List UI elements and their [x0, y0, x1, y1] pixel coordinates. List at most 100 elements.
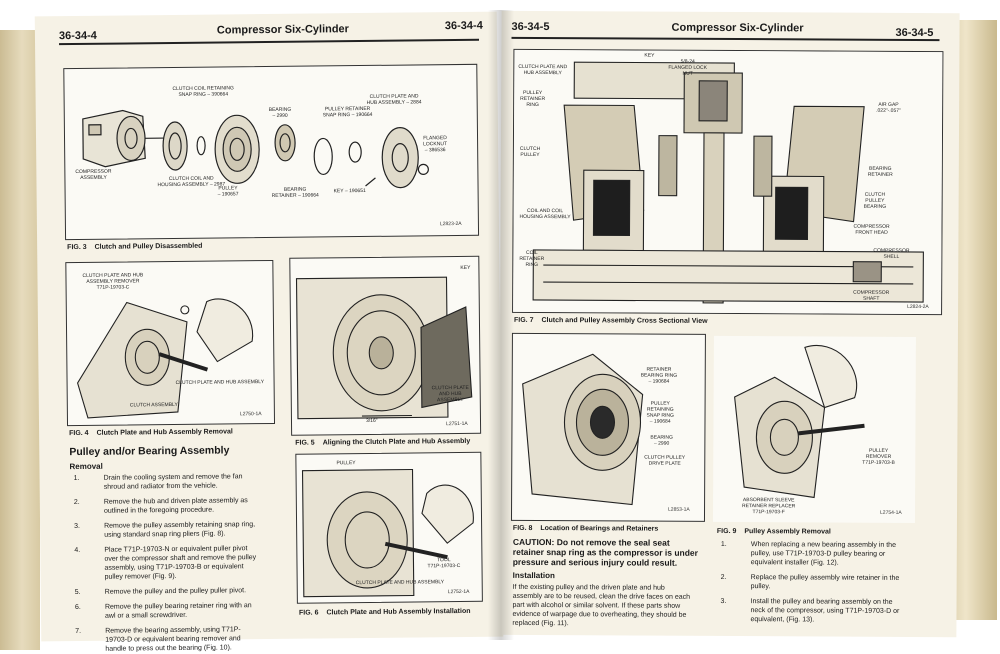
fig8-photo: RETAINER BEARING RING – 190684 PULLEY RE… — [511, 333, 706, 522]
installation-steps: 1.When replacing a new bearing assembly … — [502, 11, 960, 13]
fig8-label-pulley-snap: PULLEY RETAINING SNAP RING – 190684 — [646, 401, 674, 425]
step-item: 2. Remove the hub and driven plate assemb… — [74, 496, 284, 516]
step-item: 4. Place T71P-19703-N or equivalent pulle… — [74, 544, 284, 582]
removal-steps: 1.Drain the cooling system and remove th… — [35, 12, 497, 17]
fig7-label-coil-housing: COIL AND COIL HOUSING ASSEMBLY — [520, 208, 571, 220]
fig3-label-clutch-plate: CLUTCH PLATE AND HUB ASSEMBLY – 2884 — [367, 93, 422, 106]
page-number: 36-34-5 — [895, 27, 933, 39]
fig7-label-coil-ring: COIL RETAINER RING — [519, 250, 544, 268]
step-text: When replacing a new bearing assembly in… — [751, 540, 896, 568]
fig7-diagram: CLUTCH PLATE AND HUB ASSEMBLY KEY 5/8-24… — [512, 49, 943, 315]
page-number: 36-34-4 — [445, 20, 483, 32]
fig4-photo: CLUTCH PLATE AND HUB ASSEMBLY REMOVER T7… — [65, 260, 275, 426]
step-text: Replace the pulley assembly wire retaine… — [751, 573, 900, 592]
fig6-label-pulley: PULLEY — [336, 460, 355, 466]
pulley-removal-drawing — [714, 337, 915, 522]
fig7-label-key: KEY — [644, 53, 654, 59]
fig5-label-dim: 3/16" — [366, 418, 378, 424]
fig8-label-retainer-ring: RETAINER BEARING RING – 190684 — [641, 367, 678, 385]
fig7-code: L2824-2A — [907, 304, 929, 310]
step-number: 2. — [721, 573, 727, 582]
fig3-label-locknut: FLANGED LOCKNUT – 386536 — [423, 135, 447, 153]
fig5-code: L2751-1A — [446, 421, 468, 427]
fig4-label-clutch: CLUTCH ASSEMBLY — [130, 402, 178, 409]
step-item: 6.Remove the pulley bearing retainer rin… — [75, 601, 285, 621]
fig7-label-clutch-pulley: CLUTCH PULLEY — [520, 146, 540, 158]
step-text: Install the pulley and bearing assembly … — [750, 597, 899, 625]
step-number: 3. — [74, 522, 80, 531]
step-text: Place T71P-19703-N or equivalent puller … — [104, 544, 256, 582]
step-item: 3. Install the pulley and bearing assembl… — [720, 597, 940, 625]
fig7-label-pulley-bearing: CLUTCH PULLEY BEARING — [864, 192, 887, 210]
installation-paragraph: If the existing pulley and the driven pl… — [512, 583, 712, 629]
fig9-label-absorbent: ABSORBENT SLEEVE RETAINER REPLACER T71P-… — [742, 497, 795, 515]
fig6-label-cph: CLUTCH PLATE AND HUB ASSEMBLY — [356, 579, 445, 586]
fig3-label-coil: CLUTCH COIL AND HOUSING ASSEMBLY – 2987 — [157, 175, 225, 188]
fig4-label-cph: CLUTCH PLATE AND HUB ASSEMBLY — [176, 379, 265, 386]
step-number: 5. — [75, 588, 81, 597]
hub-alignment-drawing — [290, 257, 480, 435]
book-gutter — [488, 10, 514, 640]
fig7-label-air-gap: AIR GAP .022"-.057" — [876, 102, 901, 114]
step-text: Remove the bearing assembly, using T71P-… — [105, 625, 241, 653]
fig3-code: L2823-2A — [440, 221, 462, 227]
page-number: 36-34-5 — [512, 21, 550, 33]
page-title: Compressor Six-Cylinder — [672, 22, 804, 35]
step-number: 4. — [74, 546, 80, 555]
fig3-label-bearing-retainer: BEARING RETAINER – 190664 — [272, 186, 319, 198]
step-number: 3. — [721, 597, 727, 606]
step-item: 7.Remove the bearing assembly, using T71… — [75, 625, 285, 654]
subsection-removal: Removal — [69, 462, 102, 471]
step-number: 1. — [721, 540, 727, 549]
fig8-label-bearing: BEARING – 2990 — [650, 435, 673, 447]
step-text: Remove the hub and driven plate assembly… — [104, 496, 248, 516]
fig8-label-drive-plate: CLUTCH PULLEY DRIVE PLATE — [644, 455, 685, 467]
step-number: 2. — [74, 498, 80, 507]
bearing-location-drawing — [512, 334, 705, 521]
step-item: 5. Remove the pulley and the pulley pulle… — [75, 586, 285, 597]
step-item: 1. When replacing a new bearing assembly … — [721, 540, 941, 568]
subsection-installation: Installation — [513, 571, 555, 580]
section-title: Pulley and/or Bearing Assembly — [69, 444, 229, 458]
fig4-code: L2750-1A — [240, 411, 262, 417]
step-text: Drain the cooling system and remove the … — [104, 472, 243, 491]
fig5-label-key: KEY — [460, 265, 470, 271]
fig6-code: L2752-1A — [448, 589, 470, 595]
page-stack-left — [0, 30, 40, 650]
step-text: Remove the pulley and the pulley puller … — [105, 586, 246, 596]
step-number: 6. — [75, 603, 81, 612]
fig8-code: L2853-1A — [668, 507, 690, 513]
fig7-label-pulley-ring: PULLEY RETAINER RING — [520, 90, 545, 108]
header-rule — [511, 37, 939, 41]
page-title: Compressor Six-Cylinder — [217, 23, 349, 36]
fig7-label-bearing-retainer: BEARING RETAINER — [868, 166, 893, 178]
fig9-code: L2754-1A — [880, 510, 902, 516]
left-page: 36-34-4 Compressor Six-Cylinder 36-34-4 — [35, 12, 504, 642]
fig6-label-tool: TOOL T71P-19703-C — [427, 557, 460, 569]
step-item: 1. Drain the cooling system and remove th… — [74, 472, 284, 492]
step-text: Remove the pulley assembly retaining sna… — [104, 520, 255, 540]
fig7-label-shell: COMPRESSOR SHELL — [873, 248, 909, 260]
step-number: 1. — [74, 474, 80, 483]
fig7-label-front-head: COMPRESSOR FRONT HEAD — [853, 224, 889, 236]
fig9-label-remover: PULLEY REMOVER T71P-19703-B — [862, 448, 895, 466]
clutch-exploded-drawing — [64, 65, 478, 239]
right-page: 36-34-5 Compressor Six-Cylinder 36-34-5 — [498, 11, 959, 637]
fig6-photo: PULLEY TOOL T71P-19703-C CLUTCH PLATE AN… — [295, 452, 483, 604]
fig3-label-pulley: PULLEY – 190657 — [218, 185, 239, 197]
header-rule — [59, 39, 479, 45]
fig3-label-coil-ring: CLUTCH COIL RETAINING SNAP RING – 390664 — [172, 85, 234, 98]
fig7-label-cph: CLUTCH PLATE AND HUB ASSEMBLY — [518, 64, 567, 76]
fig3-label-pulley-ring: PULLEY RETAINER SNAP RING – 190664 — [323, 106, 373, 119]
fig3-label-bearing: BEARING – 2990 — [269, 107, 292, 119]
fig5-label-cph: CLUTCH PLATE AND HUB ASSEMBLY — [432, 385, 469, 403]
caution-notice: CAUTION: Do not remove the seal seat ret… — [513, 537, 713, 568]
fig3-label-compressor: COMPRESSOR ASSEMBLY — [75, 169, 111, 181]
